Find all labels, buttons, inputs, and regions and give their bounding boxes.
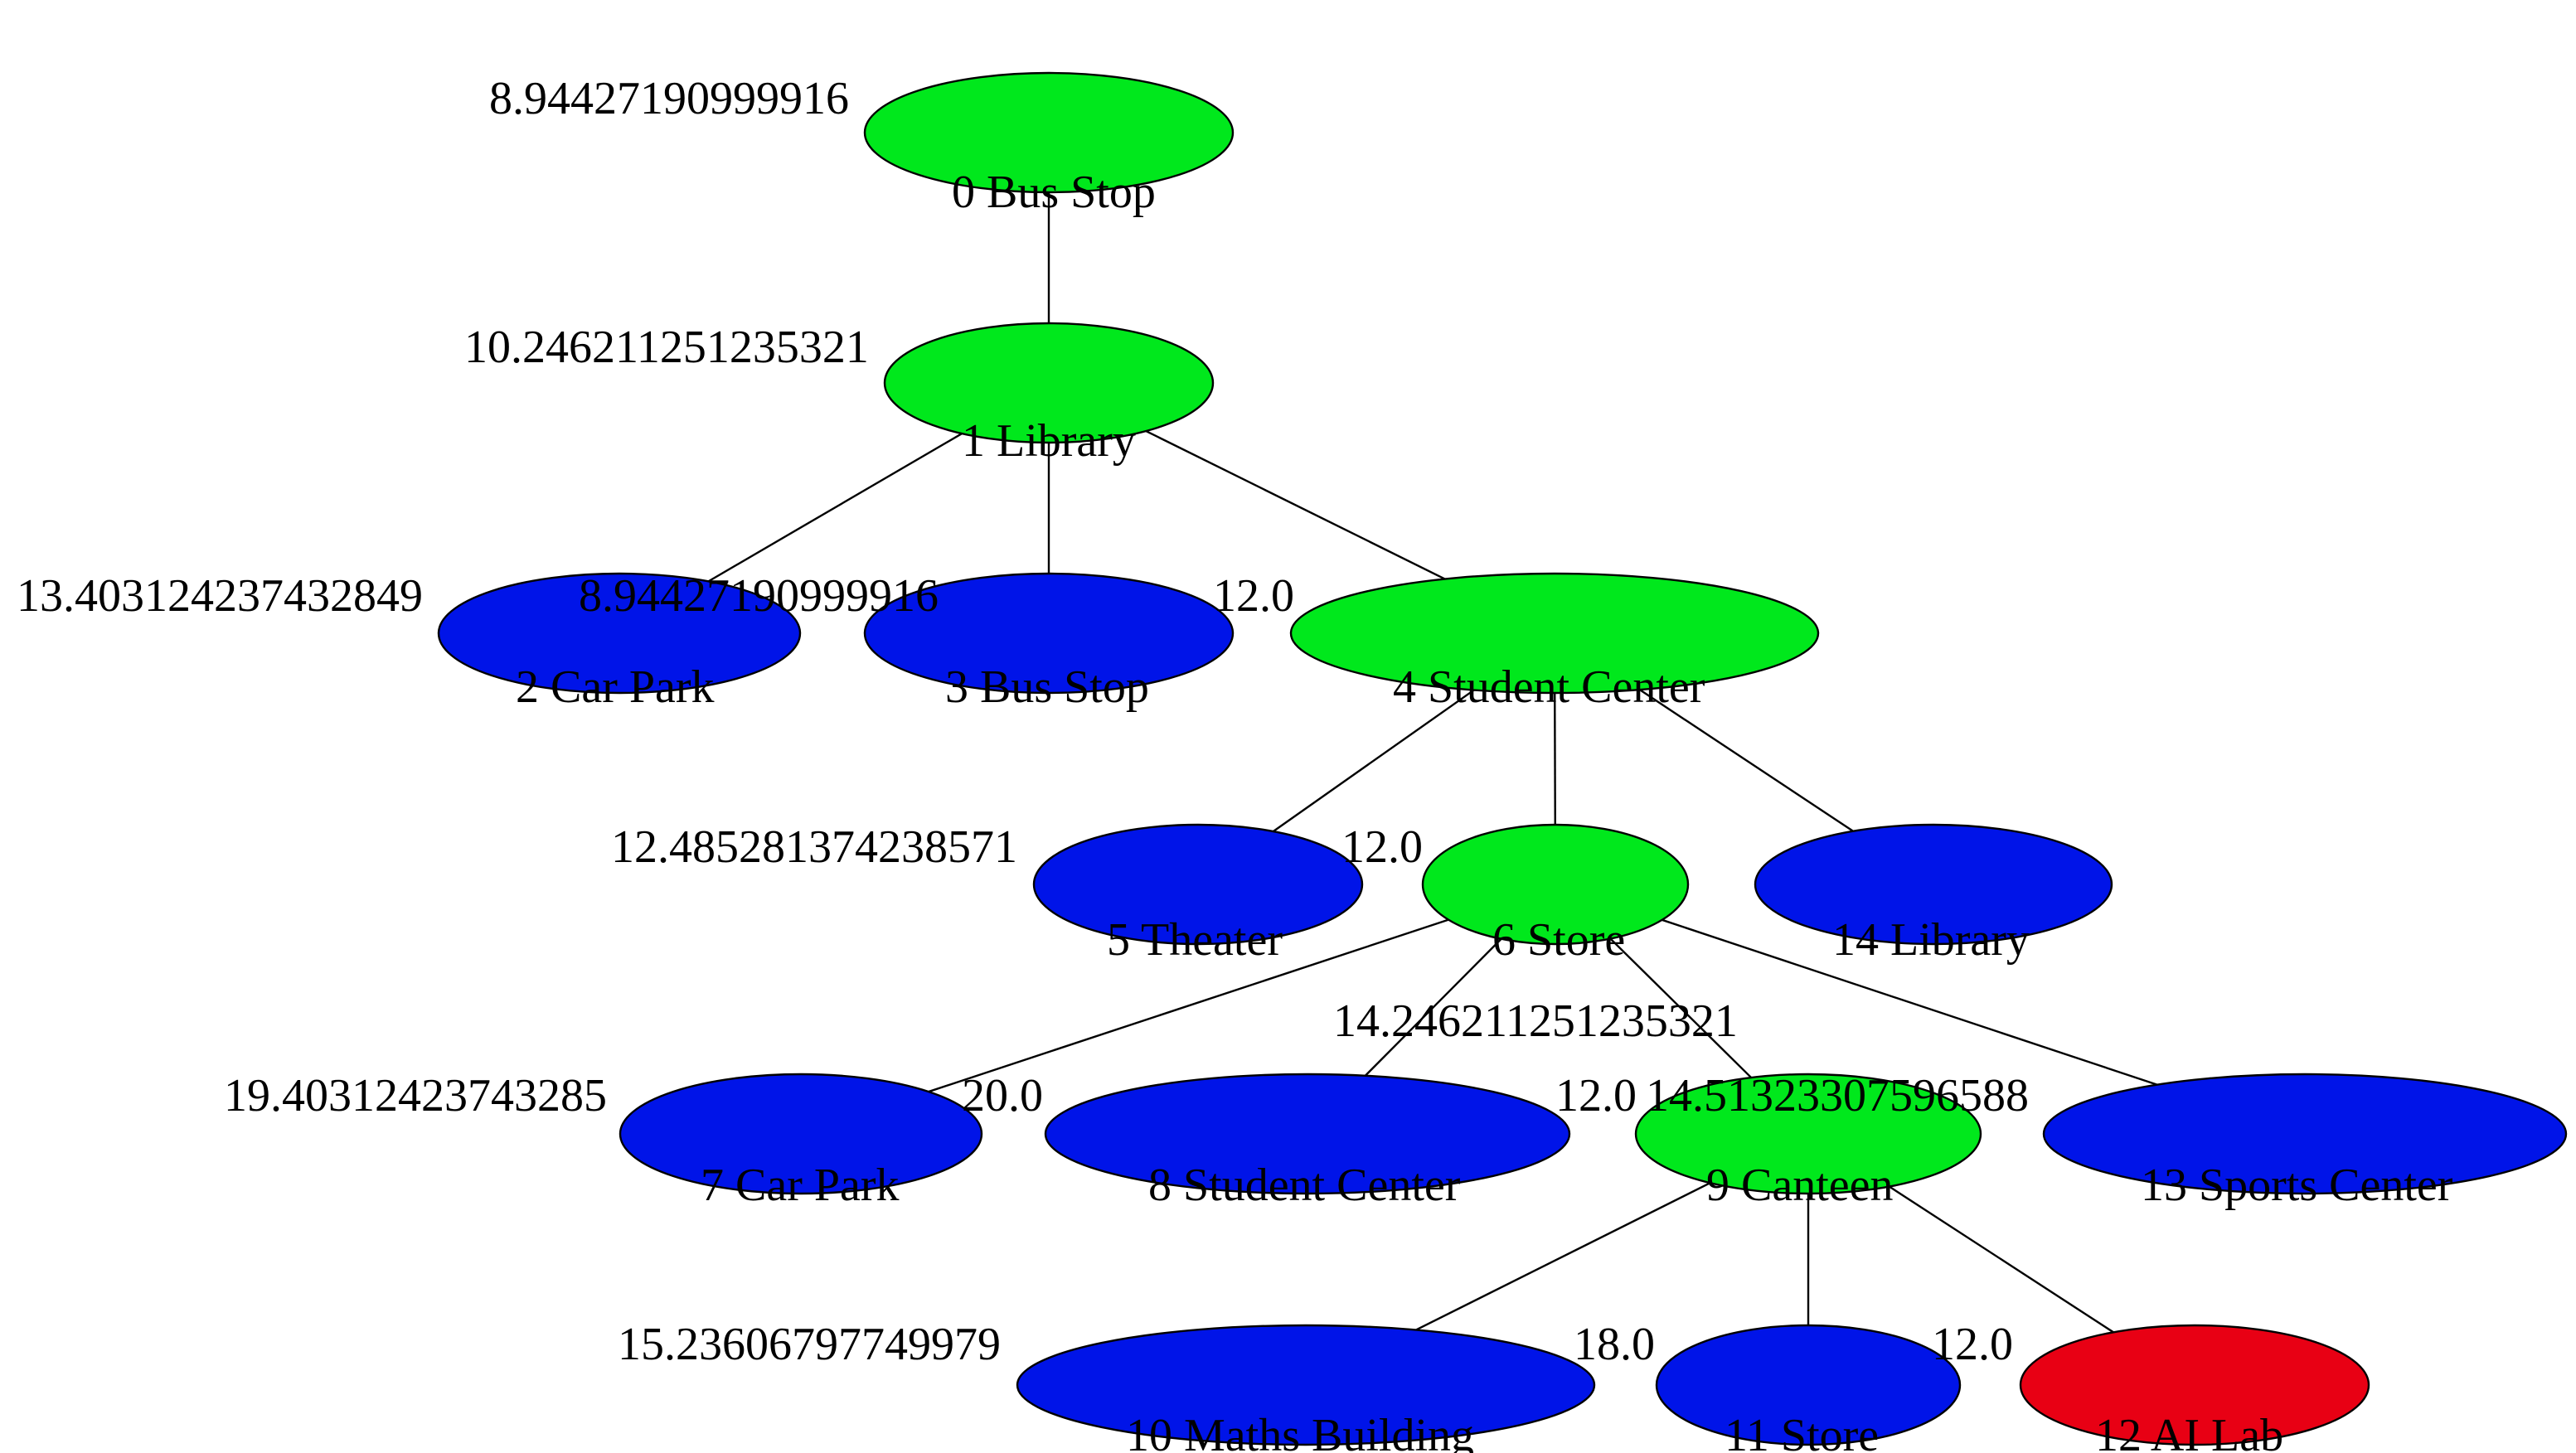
value-label-9: 14.246211251235321 bbox=[1333, 995, 1738, 1047]
node-ellipse-expanded bbox=[1289, 572, 1820, 695]
value-label-1: 10.246211251235321 bbox=[464, 322, 869, 373]
value-label-10: 15.23606797749979 bbox=[618, 1319, 1001, 1370]
node-label: 10 Maths Building bbox=[1126, 1410, 1474, 1453]
node-label: 14 Library bbox=[1832, 914, 2030, 966]
node-label: 11 Store bbox=[1725, 1410, 1879, 1453]
node-6: 6 Store bbox=[1421, 823, 1690, 966]
value-label-8: 20.0 bbox=[962, 1070, 1043, 1121]
node-label: 13 Sports Center bbox=[2141, 1160, 2453, 1211]
node-ellipse-frontier bbox=[437, 572, 802, 695]
node-12: 12 AI Lab bbox=[2019, 1324, 2370, 1453]
edge-6-8 bbox=[1364, 937, 1502, 1077]
value-label-0: 8.94427190999916 bbox=[489, 73, 849, 124]
node-ellipse-expanded bbox=[863, 71, 1235, 194]
edge-9-12 bbox=[1889, 1185, 2114, 1334]
node-label: 7 Car Park bbox=[701, 1160, 900, 1211]
node-ellipse-frontier bbox=[1044, 1073, 1571, 1195]
node-2: 2 Car Park bbox=[437, 572, 802, 713]
value-label-13: 14.51323307596588 bbox=[1646, 1070, 2029, 1121]
tree-edges bbox=[707, 192, 2158, 1334]
node-11: 11 Store bbox=[1655, 1324, 1962, 1453]
node-ellipse-goal bbox=[2019, 1324, 2370, 1446]
node-13: 13 Sports Center bbox=[2042, 1073, 2568, 1211]
extra-value-label: 12.0 bbox=[1555, 1070, 1637, 1121]
node-label: 2 Car Park bbox=[516, 661, 715, 713]
node-1: 1 Library bbox=[883, 322, 1215, 467]
node-ellipse-frontier bbox=[1032, 823, 1364, 946]
node-ellipse-frontier bbox=[1016, 1324, 1596, 1446]
node-ellipse-frontier bbox=[619, 1073, 983, 1195]
edge-1-2 bbox=[707, 433, 963, 583]
node-3: 3 Bus Stop bbox=[863, 572, 1235, 713]
node-5: 5 Theater bbox=[1032, 823, 1364, 966]
node-4: 4 Student Center bbox=[1289, 572, 1820, 713]
node-label: 0 Bus Stop bbox=[952, 167, 1156, 218]
node-9: 9 Canteen bbox=[1634, 1073, 1982, 1211]
value-label-11: 18.0 bbox=[1574, 1319, 1655, 1370]
edge-6-7 bbox=[928, 918, 1449, 1093]
value-label-7: 19.40312423743285 bbox=[224, 1070, 607, 1121]
node-label: 8 Student Center bbox=[1148, 1160, 1461, 1211]
value-label-12: 12.0 bbox=[1932, 1319, 2013, 1370]
edge-6-13 bbox=[1662, 918, 2158, 1086]
edge-4-5 bbox=[1273, 689, 1475, 832]
edge-6-9 bbox=[1609, 937, 1752, 1078]
node-label: 1 Library bbox=[962, 415, 1136, 467]
node-ellipse-expanded bbox=[1421, 823, 1690, 946]
value-label-3: 8.94427190999916 bbox=[579, 570, 939, 622]
edge-9-10 bbox=[1415, 1182, 1711, 1331]
node-label: 6 Store bbox=[1492, 914, 1625, 966]
node-label: 5 Theater bbox=[1107, 914, 1283, 966]
node-ellipse-expanded bbox=[1634, 1073, 1982, 1195]
tree-nodes: 0 Bus Stop 1 Library 2 Car Park 3 Bus Stop 4… bbox=[437, 71, 2568, 1453]
node-label: 9 Canteen bbox=[1706, 1160, 1893, 1211]
edge-4-14 bbox=[1639, 689, 1854, 832]
node-8: 8 Student Center bbox=[1044, 1073, 1571, 1211]
node-label: 3 Bus Stop bbox=[945, 661, 1149, 713]
value-label-2: 13.403124237432849 bbox=[17, 570, 423, 622]
node-ellipse-frontier bbox=[1754, 823, 2113, 946]
node-ellipse-frontier bbox=[1655, 1324, 1962, 1446]
node-0: 0 Bus Stop bbox=[863, 71, 1235, 218]
value-label-4: 12.0 bbox=[1213, 570, 1294, 622]
value-label-5: 12.485281374238571 bbox=[611, 821, 1017, 873]
node-ellipse-expanded bbox=[883, 322, 1215, 444]
node-ellipse-frontier bbox=[863, 572, 1235, 695]
node-10: 10 Maths Building bbox=[1016, 1324, 1596, 1453]
heuristic-values: 8.94427190999916 10.246211251235321 13.403… bbox=[17, 73, 2029, 1370]
value-label-6: 12.0 bbox=[1341, 821, 1423, 873]
edge-1-4 bbox=[1145, 429, 1446, 580]
node-label: 4 Student Center bbox=[1393, 661, 1705, 713]
node-14: 14 Library bbox=[1754, 823, 2113, 966]
node-ellipse-frontier bbox=[2042, 1073, 2568, 1195]
node-7: 7 Car Park bbox=[619, 1073, 983, 1211]
node-label: 12 AI Lab bbox=[2095, 1410, 2283, 1453]
